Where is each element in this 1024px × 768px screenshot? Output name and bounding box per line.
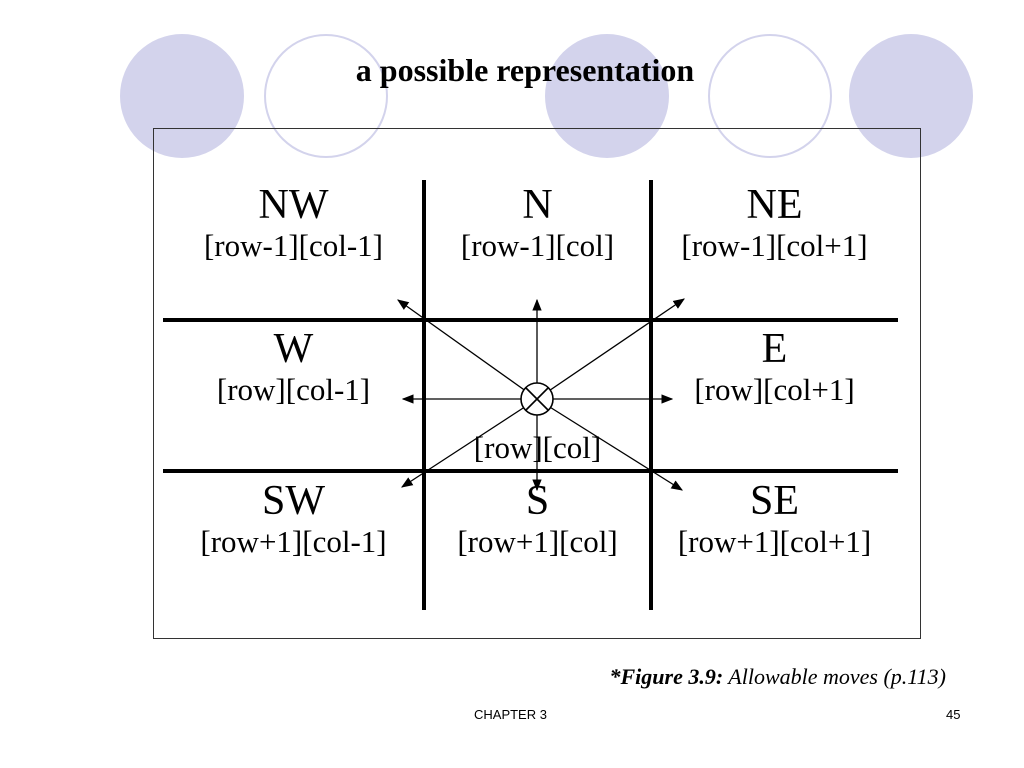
- index-label-nw: [row-1][col-1]: [203, 228, 384, 263]
- diagram-frame: [153, 128, 921, 639]
- cell-n: N [row-1][col]: [424, 182, 651, 264]
- cell-e: E [row][col+1]: [651, 326, 898, 408]
- cell-center: [row][col]: [424, 430, 651, 466]
- arrow-ne: [536, 298, 685, 400]
- direction-label-w: W: [273, 326, 314, 372]
- decor-circle-5: [849, 34, 973, 158]
- direction-label-e: E: [761, 326, 788, 372]
- index-label-ne: [row-1][col+1]: [681, 228, 868, 263]
- cell-nw: NW [row-1][col-1]: [163, 182, 424, 264]
- arrow-sw: [401, 398, 538, 488]
- direction-label-se: SE: [749, 478, 799, 524]
- arrow-nw: [397, 299, 538, 400]
- footer-chapter: CHAPTER 3: [474, 707, 547, 722]
- cell-s: S [row+1][col]: [424, 478, 651, 560]
- cell-ne: NE [row-1][col+1]: [651, 182, 898, 264]
- index-label-n: [row-1][col]: [460, 228, 615, 263]
- index-label-e: [row][col+1]: [694, 372, 855, 407]
- cell-se: SE [row+1][col+1]: [651, 478, 898, 560]
- figure-caption: *Figure 3.9: Allowable moves (p.113): [609, 664, 946, 690]
- cell-w: W [row][col-1]: [163, 326, 424, 408]
- direction-label-nw: NW: [258, 182, 329, 228]
- index-label-se: [row+1][col+1]: [677, 524, 872, 559]
- decor-circle-3: [545, 34, 669, 158]
- caption-figure-number: *Figure 3.9:: [609, 664, 724, 689]
- decor-circle-2: [264, 34, 388, 158]
- direction-label-sw: SW: [262, 478, 325, 524]
- index-label-sw: [row+1][col-1]: [200, 524, 387, 559]
- index-label-center: [row][col]: [473, 430, 602, 465]
- direction-label-n: N: [522, 182, 553, 228]
- arrow-se: [536, 398, 683, 491]
- index-label-s: [row+1][col]: [457, 524, 618, 559]
- decor-circle-1: [120, 34, 244, 158]
- index-label-w: [row][col-1]: [216, 372, 371, 407]
- cell-sw: SW [row+1][col-1]: [163, 478, 424, 560]
- direction-label-ne: NE: [746, 182, 803, 228]
- decor-circle-4: [708, 34, 832, 158]
- caption-text: Allowable moves (p.113): [723, 664, 946, 689]
- footer-page-number: 45: [946, 707, 961, 722]
- slide-title: a possible representation: [355, 52, 695, 88]
- direction-label-s: S: [525, 478, 550, 524]
